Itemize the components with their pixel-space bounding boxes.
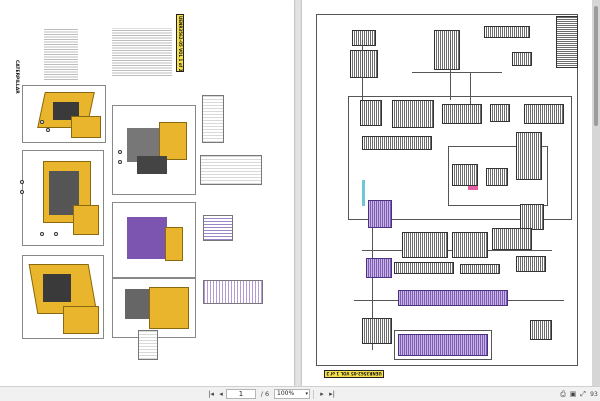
figure-harness-purple bbox=[112, 202, 196, 278]
last-page-icon[interactable]: ▸| bbox=[329, 389, 335, 398]
zoom-select[interactable]: 100%▾ bbox=[274, 389, 310, 399]
page-1: CATERPILLAR UENR3562-05 VOL 1 of 2 bbox=[0, 0, 294, 386]
scrollbar-thumb[interactable] bbox=[594, 6, 598, 126]
brand-text: CATERPILLAR bbox=[14, 60, 19, 94]
figure-harness-top bbox=[112, 105, 196, 195]
first-page-icon[interactable]: |◂ bbox=[208, 389, 214, 398]
schematic-inner-lower bbox=[394, 330, 492, 360]
save-icon[interactable]: ▣ bbox=[569, 389, 577, 398]
header-info-block bbox=[44, 28, 78, 80]
connector-table-4 bbox=[203, 280, 263, 304]
volume-title-left bbox=[176, 14, 184, 72]
figure-cab-top-left bbox=[22, 85, 106, 143]
page-2-schematic: UENR3562-05 VOL 1 of 2 bbox=[302, 0, 592, 386]
figure-cab-bottom-left bbox=[22, 255, 104, 339]
bottom-toolbar: |◂ ◂ / 6 100%▾ ▸ ▸| ⎙ ▣ ⤢ 93 bbox=[0, 386, 600, 401]
fit-page-icon[interactable]: ⤢ bbox=[580, 389, 586, 398]
connector-table-2 bbox=[200, 155, 262, 185]
connector-table-3 bbox=[203, 215, 233, 241]
volume-title-left-text: UENR3562-05 VOL 1 of 2 bbox=[178, 16, 183, 72]
schematic-inner-right bbox=[448, 146, 548, 206]
print-icon[interactable]: ⎙ bbox=[560, 389, 566, 398]
schematic-border bbox=[316, 14, 578, 366]
connector-table-5 bbox=[138, 330, 158, 360]
connector-table-1 bbox=[202, 95, 224, 143]
header-info-block-2 bbox=[112, 28, 172, 76]
next-page-icon[interactable]: ▸ bbox=[320, 389, 324, 398]
volume-title-right: UENR3562-05 VOL 1 of 2 bbox=[324, 370, 384, 378]
document-scroll-area[interactable]: CATERPILLAR UENR3562-05 VOL 1 of 2 bbox=[0, 0, 600, 386]
prev-page-icon[interactable]: ◂ bbox=[219, 389, 223, 398]
page-number-input[interactable] bbox=[226, 389, 256, 399]
figure-cab-middle-left bbox=[22, 150, 104, 246]
page-total: / 6 bbox=[260, 389, 270, 398]
figure-cab-bottom-center bbox=[112, 278, 196, 338]
vertical-scrollbar[interactable] bbox=[592, 0, 600, 386]
zoom-suffix: 93 bbox=[590, 390, 598, 398]
